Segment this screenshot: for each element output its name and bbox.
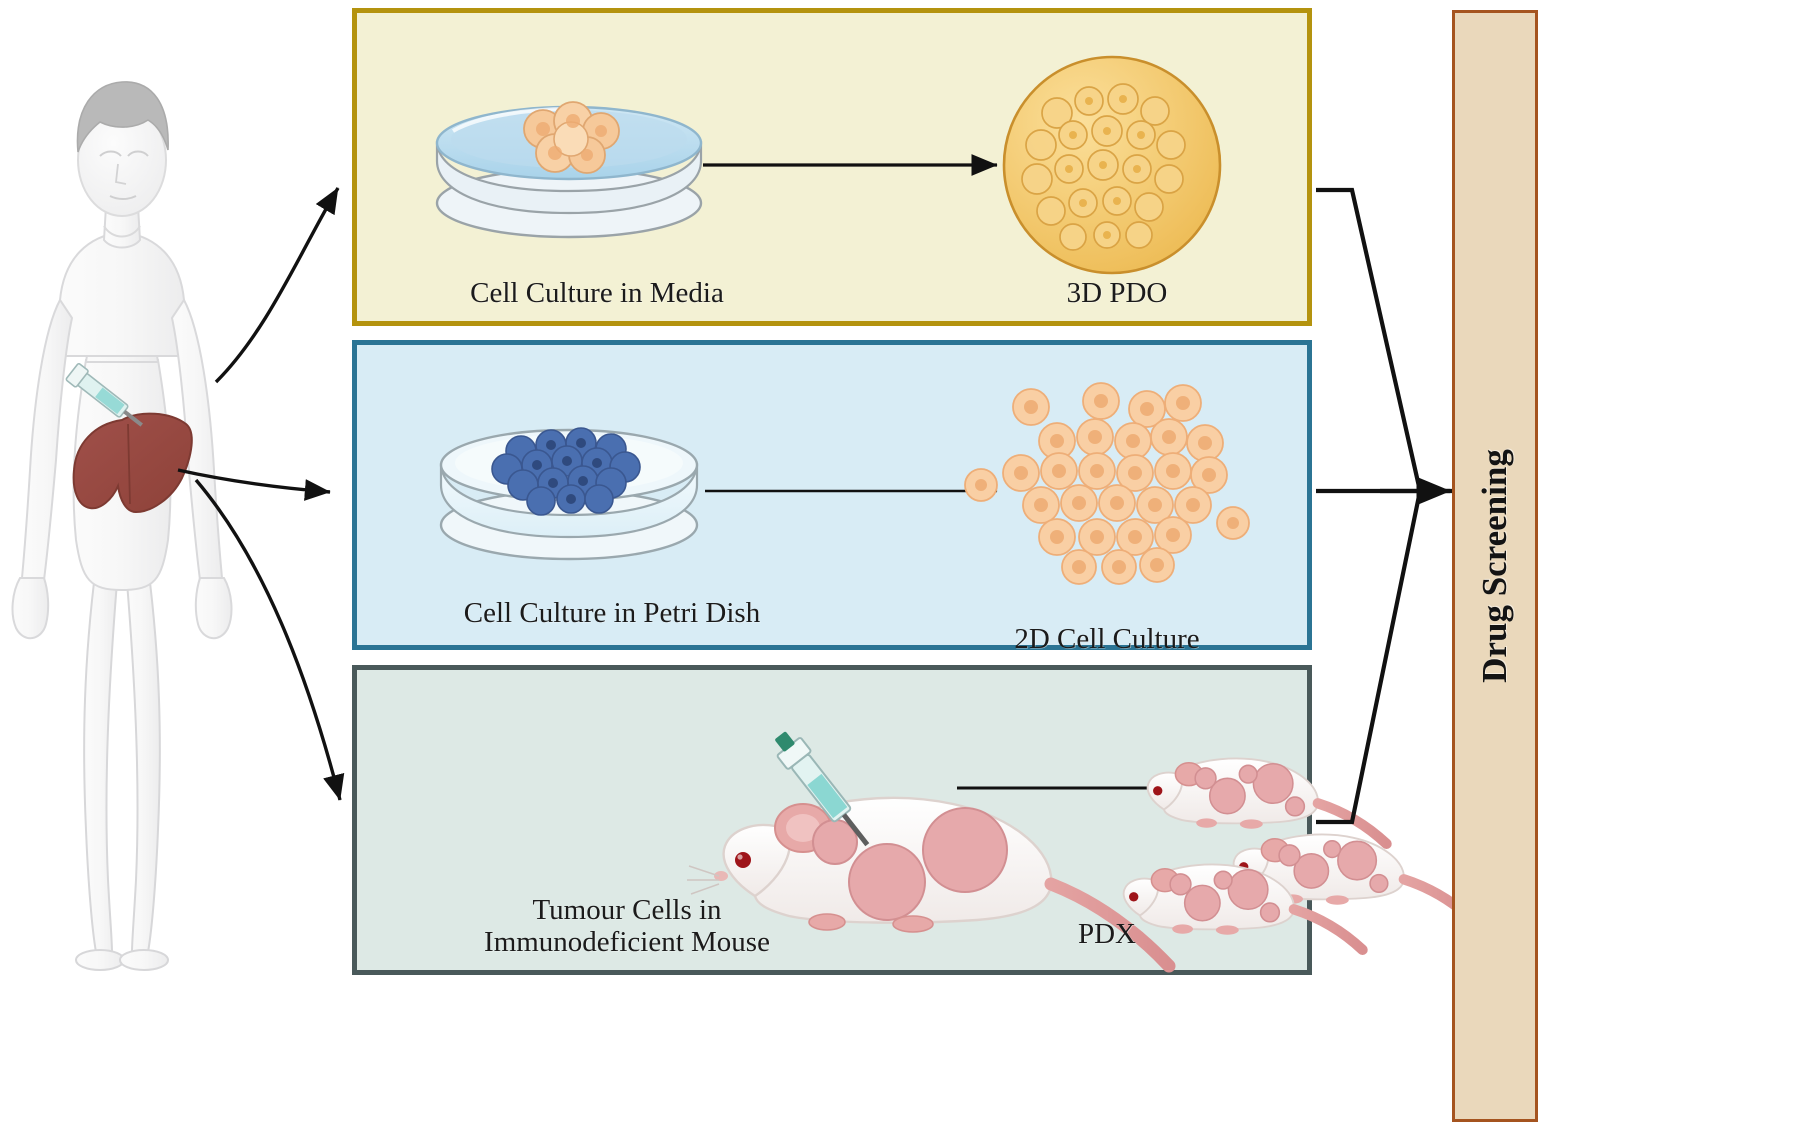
panel-pdo: Cell Culture in Media 3D PDO [352,8,1312,326]
drug-screening-panel[interactable]: Drug Screening [1452,10,1538,1122]
three-tumour-mice-icon [1122,757,1478,956]
twod-left-label: Cell Culture in Petri Dish [463,597,761,629]
bracket-from-pdo [1316,187,1423,492]
cell-monolayer-icon [964,382,1250,585]
organoid-sphere-icon [1002,55,1222,275]
syringe-icon [65,363,143,427]
panel-pdx: Tumour Cells in Immunodeficient Mouse PD… [352,665,1478,975]
pdx-left-label: Tumour Cells in Immunodeficient Mouse [484,894,770,959]
drug-screening-label: Drug Screening [1475,449,1514,683]
pdo-panel-art [435,55,1222,275]
pdx-panel-art [687,731,1478,973]
twod-right-label: 2D Cell Culture [1014,623,1200,655]
pdo-left-label: Cell Culture in Media [470,277,724,309]
arrow-to-pdo-panel [214,187,340,384]
panel-2d-culture: Cell Culture in Petri Dish 2D Cell Cultu… [352,340,1312,655]
cell-clump-icon [523,101,620,174]
twod-panel-art [439,382,1250,585]
petri-dish-with-blue-cells-icon [439,427,699,561]
pdx-right-label: PDX [1077,918,1136,950]
arrow-to-pdx-panel [194,478,345,801]
arrow-to-2d-panel [177,468,331,501]
pdo-right-label: 3D PDO [1066,277,1168,309]
human-body-icon [11,81,233,971]
mouse-with-syringe-icon [687,731,1176,973]
bracket-from-pdx [1316,490,1423,825]
patient-to-panel-arrows [177,187,345,801]
petri-dish-with-media-icon [435,101,703,239]
liver-icon [72,412,193,514]
